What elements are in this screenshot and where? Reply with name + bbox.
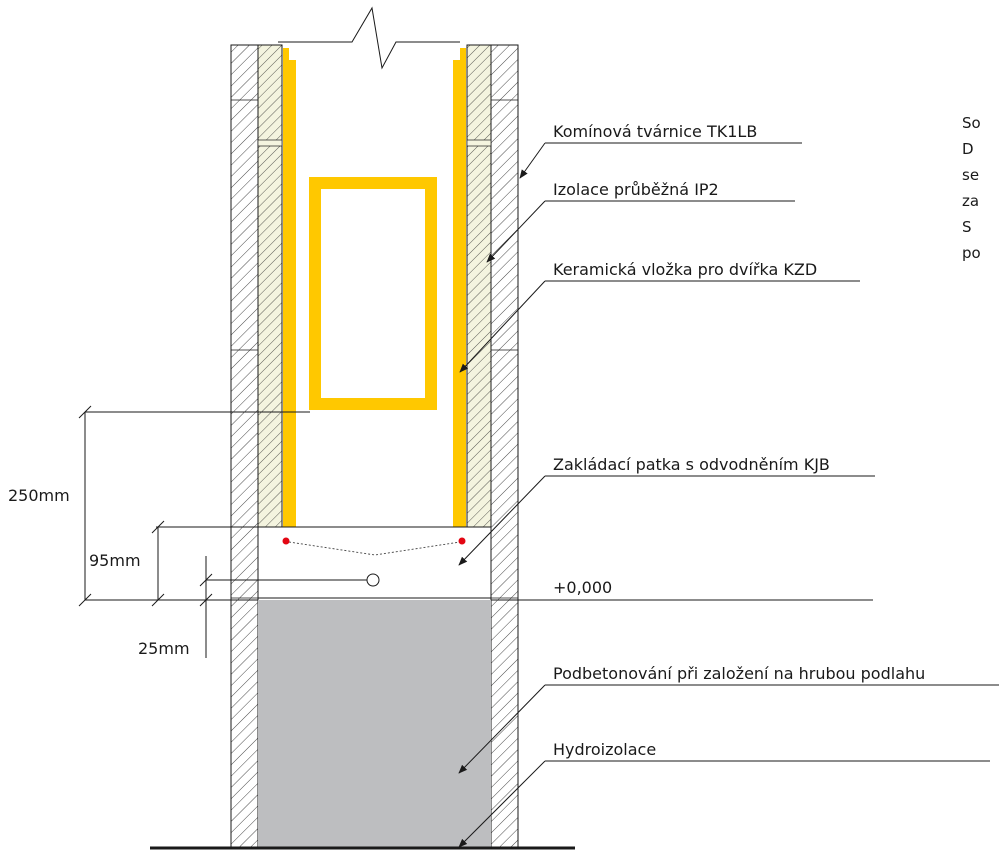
dim-25-label: 25mm — [138, 639, 190, 658]
note-line: D — [962, 140, 974, 158]
callout-level: +0,000 — [491, 578, 873, 601]
note-line: po — [962, 244, 981, 262]
left-marker-dot — [282, 537, 290, 545]
dimension-95: 95mm — [89, 520, 258, 607]
door-opening-frame — [309, 177, 437, 410]
label-insulation: Izolace průběžná IP2 — [553, 180, 719, 199]
callout-concrete: Podbetonování při založení na hrubou pod… — [458, 664, 999, 774]
dim-95-label: 95mm — [89, 551, 141, 570]
side-note: So D se za S po — [962, 114, 981, 262]
label-concrete: Podbetonování při založení na hrubou pod… — [553, 664, 925, 683]
right-marker-dot — [458, 537, 466, 545]
callout-waterproof: Hydroizolace — [458, 740, 990, 848]
note-line: S — [962, 218, 972, 236]
base-unit — [257, 526, 492, 599]
callout-liner: Keramická vložka pro dvířka KZD — [459, 260, 860, 373]
label-base: Zakládací patka s odvodněním KJB — [553, 455, 830, 474]
callout-insulation: Izolace průběžná IP2 — [486, 180, 795, 263]
insulation-layers — [257, 44, 492, 528]
note-line: se — [962, 166, 979, 184]
break-line — [278, 6, 460, 70]
ceramic-liner — [283, 48, 466, 539]
note-line: So — [962, 114, 981, 132]
note-line: za — [962, 192, 979, 210]
dimension-250: 250mm — [8, 405, 310, 607]
drain-outlet-icon — [366, 573, 380, 587]
chimney-block-walls — [230, 44, 519, 849]
concrete-fill — [258, 600, 491, 848]
dimension-25: 25mm — [138, 556, 367, 658]
label-waterproof: Hydroizolace — [553, 740, 656, 759]
callout-block: Komínová tvárnice TK1LB — [519, 122, 802, 179]
callout-base: Zakládací patka s odvodněním KJB — [458, 455, 875, 566]
label-liner: Keramická vložka pro dvířka KZD — [553, 260, 817, 279]
dim-250-label: 250mm — [8, 486, 70, 505]
label-level: +0,000 — [553, 578, 612, 597]
label-block: Komínová tvárnice TK1LB — [553, 122, 757, 141]
